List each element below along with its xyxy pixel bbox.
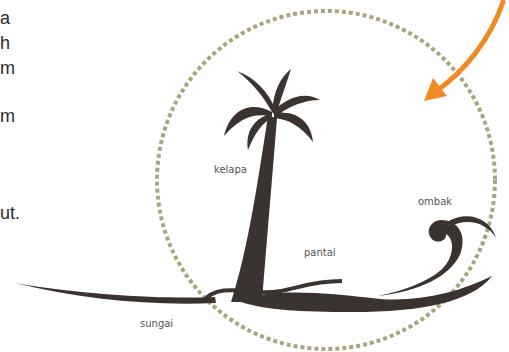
part-label: sungai [140,318,173,330]
cut-off-text: m [0,106,15,127]
beach [238,276,492,312]
dashed-circle [157,11,495,349]
cut-off-text: a [0,8,10,29]
part-label: kelapa [214,164,247,176]
cut-off-text: h [0,33,10,54]
part-label: pantai [304,247,336,259]
palm-tree [224,69,320,302]
cut-off-text: ut. [0,203,20,224]
wave [378,216,496,296]
cut-off-text: m [0,58,15,79]
part-label: ombak [418,196,452,208]
orange-arrow [424,2,503,101]
